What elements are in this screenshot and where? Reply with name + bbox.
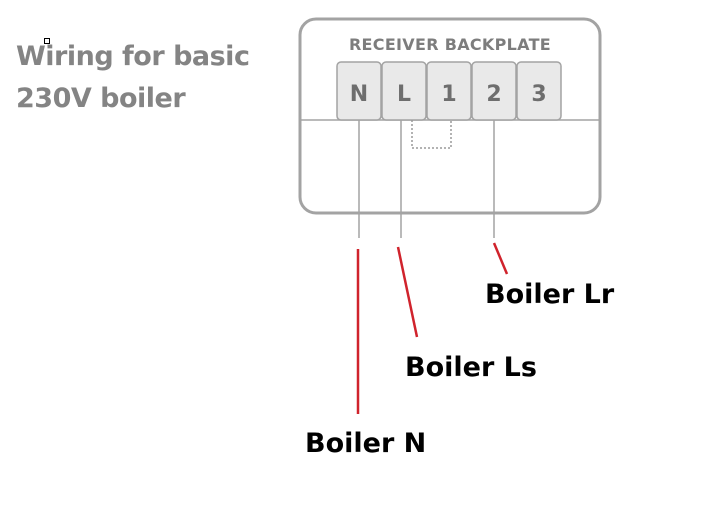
leader-line-boiler-lr (492, 242, 509, 275)
heading-line-1: Wiring for basic (16, 41, 250, 72)
cursor-marker-icon (44, 38, 50, 44)
terminal-block-3: 3 (516, 61, 562, 121)
label-boiler-n: Boiler N (305, 428, 427, 459)
diagram-heading: Wiring for basic 230V boiler (16, 36, 250, 120)
dotted-link-l-to-1 (411, 120, 452, 149)
label-boiler-ls: Boiler Ls (405, 352, 537, 383)
terminal-block-1: 1 (426, 61, 472, 121)
terminal-label-1: 1 (441, 82, 456, 107)
heading-line-2: 230V boiler (16, 83, 186, 114)
terminal-block-l: L (381, 61, 427, 121)
terminal-block-n: N (336, 61, 382, 121)
label-boiler-lr: Boiler Lr (485, 279, 615, 310)
terminal-label-n: N (350, 82, 368, 107)
backplate-title: RECEIVER BACKPLATE (349, 35, 551, 54)
terminal-label-2: 2 (486, 82, 501, 107)
terminal-label-3: 3 (531, 82, 546, 107)
leader-line-boiler-ls (396, 246, 419, 338)
terminal-block-2: 2 (471, 61, 517, 121)
terminal-label-l: L (397, 82, 411, 107)
